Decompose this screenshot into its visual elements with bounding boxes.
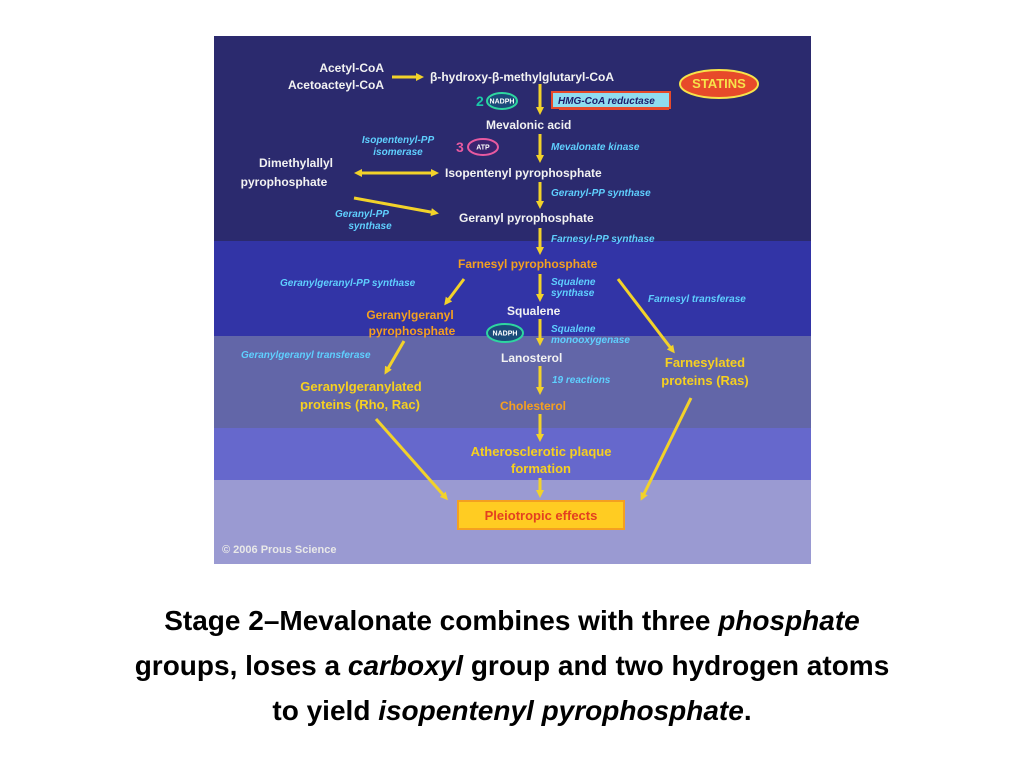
- label-mevalonate-kinase: Mevalonate kinase: [551, 142, 640, 153]
- label-farnesyl-transferase: Farnesyl transferase: [648, 294, 746, 305]
- label-geranylgeranylated-2: proteins (Rho, Rac): [300, 397, 420, 412]
- arrow-ggpp-to-proteins: [384, 340, 406, 375]
- caption-phosphate: phosphate: [718, 605, 860, 636]
- label-geranyl-pp-synthase-left-2: synthase: [348, 221, 392, 232]
- step-2-number: 2: [476, 93, 484, 109]
- caption-ipp: isopentenyl pyrophosphate: [378, 695, 744, 726]
- label-nadph-top: NADPH: [490, 99, 515, 106]
- arrow-geranylgeranylated-to-pleiotropic: [374, 418, 448, 501]
- label-acetyl-coa: Acetyl-CoA: [319, 61, 384, 75]
- label-geranyl-pp: Geranyl pyrophosphate: [459, 211, 594, 225]
- caption-carboxyl: carboxyl: [347, 650, 464, 681]
- pathway-diagram: Acetyl-CoA Acetoacteyl-CoA β-hydroxy-β-m…: [214, 36, 811, 564]
- label-squalene-monoox-1: Squalene: [551, 324, 596, 335]
- label-ggpp-2: pyrophosphate: [369, 324, 456, 338]
- copyright-text: © 2006 Prous Science: [222, 544, 337, 556]
- band-fourth: [214, 428, 811, 480]
- label-ggpp-1: Geranylgeranyl: [366, 308, 453, 322]
- band-second: [214, 241, 811, 336]
- nadph-pill-bottom: [486, 323, 524, 343]
- label-farnesyl-pp-synthase: Farnesyl-PP synthase: [551, 234, 655, 245]
- label-hmg-coa: β-hydroxy-β-methylglutaryl-CoA: [430, 70, 614, 84]
- label-geranyl-pp-synthase-right: Geranyl-PP synthase: [551, 188, 651, 199]
- label-squalene-synthase-2: synthase: [551, 288, 595, 299]
- label-ggpp-synthase: Geranylgeranyl-PP synthase: [280, 278, 416, 289]
- arrow-fpp-to-ggpp: [444, 278, 466, 306]
- caption-line-1a: Stage 2–Mevalonate combines with three: [164, 605, 719, 636]
- caption-line-2a: groups, loses a: [134, 650, 348, 681]
- label-squalene-synthase-1: Squalene: [551, 277, 596, 288]
- label-squalene-monoox-2: monooxygenase: [551, 335, 630, 346]
- label-mevalonic-acid: Mevalonic acid: [486, 118, 571, 132]
- label-squalene: Squalene: [507, 304, 561, 318]
- statins-badge: [679, 69, 759, 99]
- label-gg-transferase: Geranylgeranyl transferase: [241, 350, 371, 361]
- label-pleiotropic: Pleiotropic effects: [485, 508, 598, 523]
- label-farnesylated-2: proteins (Ras): [661, 373, 748, 388]
- label-cholesterol: Cholesterol: [500, 399, 566, 413]
- caption-line-3c: .: [743, 695, 752, 726]
- label-acetoacetyl-coa: Acetoacteyl-CoA: [288, 78, 384, 92]
- label-dimethylallyl-2: pyrophosphate: [241, 175, 328, 189]
- nadph-pill-top: [486, 92, 518, 110]
- arrow-farnesylated-to-pleiotropic: [640, 397, 693, 501]
- arrow-fpp-to-farnesylated: [616, 278, 675, 354]
- label-geranyl-pp-synthase-left-1: Geranyl-PP: [335, 209, 389, 220]
- label-farnesylated-1: Farnesylated: [665, 355, 745, 370]
- label-nadph-bottom: NADPH: [493, 331, 518, 338]
- label-dimethylallyl-1: Dimethylallyl: [259, 156, 333, 170]
- label-athero-1: Atherosclerotic plaque: [471, 444, 612, 459]
- label-geranylgeranylated-1: Geranylgeranylated: [300, 379, 421, 394]
- step-3-number: 3: [456, 139, 464, 155]
- pathway-diagram-svg: Acetyl-CoA Acetoacteyl-CoA β-hydroxy-β-m…: [214, 36, 811, 564]
- label-farnesyl-pp: Farnesyl pyrophosphate: [458, 257, 598, 271]
- slide-caption: Stage 2–Mevalonate combines with three p…: [40, 598, 984, 733]
- label-isomerase-1: Isopentenyl-PP: [362, 135, 435, 146]
- pleiotropic-box: [457, 500, 625, 530]
- hmg-reductase-box: [551, 91, 671, 109]
- label-atp: ATP: [476, 145, 490, 152]
- label-lanosterol: Lanosterol: [501, 351, 562, 365]
- label-isomerase-2: isomerase: [373, 147, 423, 158]
- arrow-dmapp-to-gpp: [353, 196, 439, 217]
- caption-line-2c: group and two hydrogen atoms: [463, 650, 890, 681]
- label-hmg-reductase: HMG-CoA reductase: [558, 96, 655, 107]
- label-isopentenyl-pp: Isopentenyl pyrophosphate: [445, 166, 602, 180]
- label-19-reactions: 19 reactions: [552, 375, 611, 386]
- band-third: [214, 336, 811, 428]
- label-athero-2: formation: [511, 461, 571, 476]
- label-statins: STATINS: [692, 76, 746, 91]
- atp-pill: [467, 138, 499, 156]
- caption-line-3a: to yield: [272, 695, 379, 726]
